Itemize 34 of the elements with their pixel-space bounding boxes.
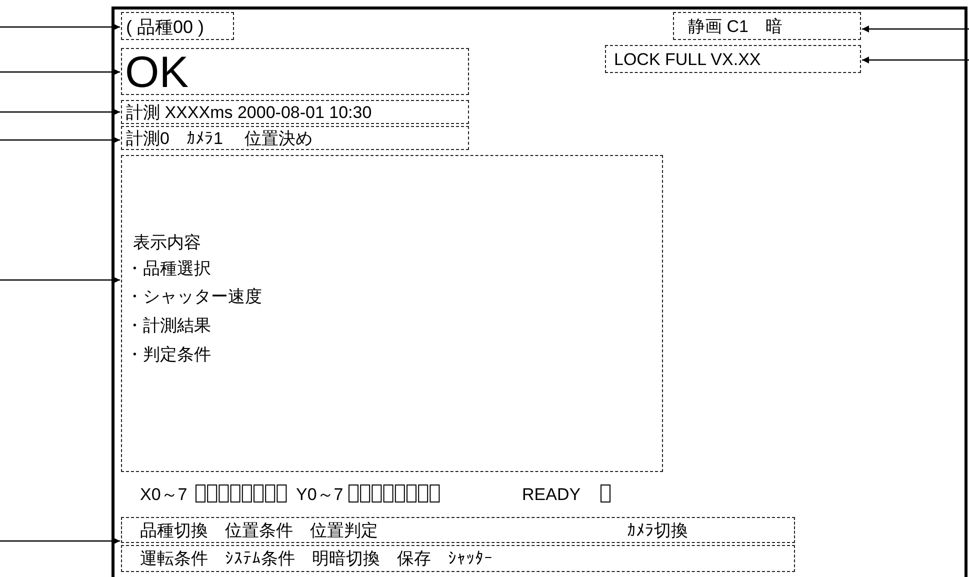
list-item: ・品種選択 <box>126 260 211 277</box>
menu-bar <box>121 517 795 543</box>
arrow <box>0 68 120 76</box>
menu-text: 品種切換 位置条件 位置判定 <box>140 522 378 539</box>
status-label: Y0～7 <box>296 486 344 503</box>
arrow <box>0 24 120 30</box>
text-field-box <box>121 100 469 124</box>
screen-text: 静画 C1 暗 <box>688 18 782 35</box>
judgement-text: OK <box>125 51 189 95</box>
screen-text: LOCK FULL VX.XX <box>614 51 761 68</box>
arrow <box>0 276 120 284</box>
menu-text: 運転条件 ｼｽﾃﾑ条件 明暗切換 保存 ｼｬｯﾀｰ <box>140 550 493 567</box>
display-area <box>121 155 663 472</box>
text-field-box <box>121 12 234 40</box>
screen-text: 計測0 ｶﾒﾗ1 位置決め <box>126 130 313 147</box>
status-label: X0～7 <box>140 486 188 503</box>
arrow <box>862 26 969 32</box>
menu-bar <box>121 545 795 572</box>
list-item: ・シャッター速度 <box>126 288 262 305</box>
list-item: ・判定条件 <box>126 346 211 363</box>
arrow <box>0 538 120 544</box>
result-box <box>121 48 469 95</box>
screen-text: ( 品種00 ) <box>126 18 204 36</box>
arrow <box>0 136 120 144</box>
text-field-box <box>605 45 861 73</box>
status-label: READY <box>522 486 581 503</box>
arrow <box>0 108 120 116</box>
screen-text: 計測 XXXXms 2000-08-01 10:30 <box>126 104 372 121</box>
list-item: ・計測結果 <box>126 317 211 334</box>
heading: 表示内容 <box>133 234 201 251</box>
menu-text: ｶﾒﾗ切換 <box>627 522 688 539</box>
text-field-box <box>121 126 469 150</box>
arrow <box>862 56 969 64</box>
text-field-box <box>673 12 861 40</box>
